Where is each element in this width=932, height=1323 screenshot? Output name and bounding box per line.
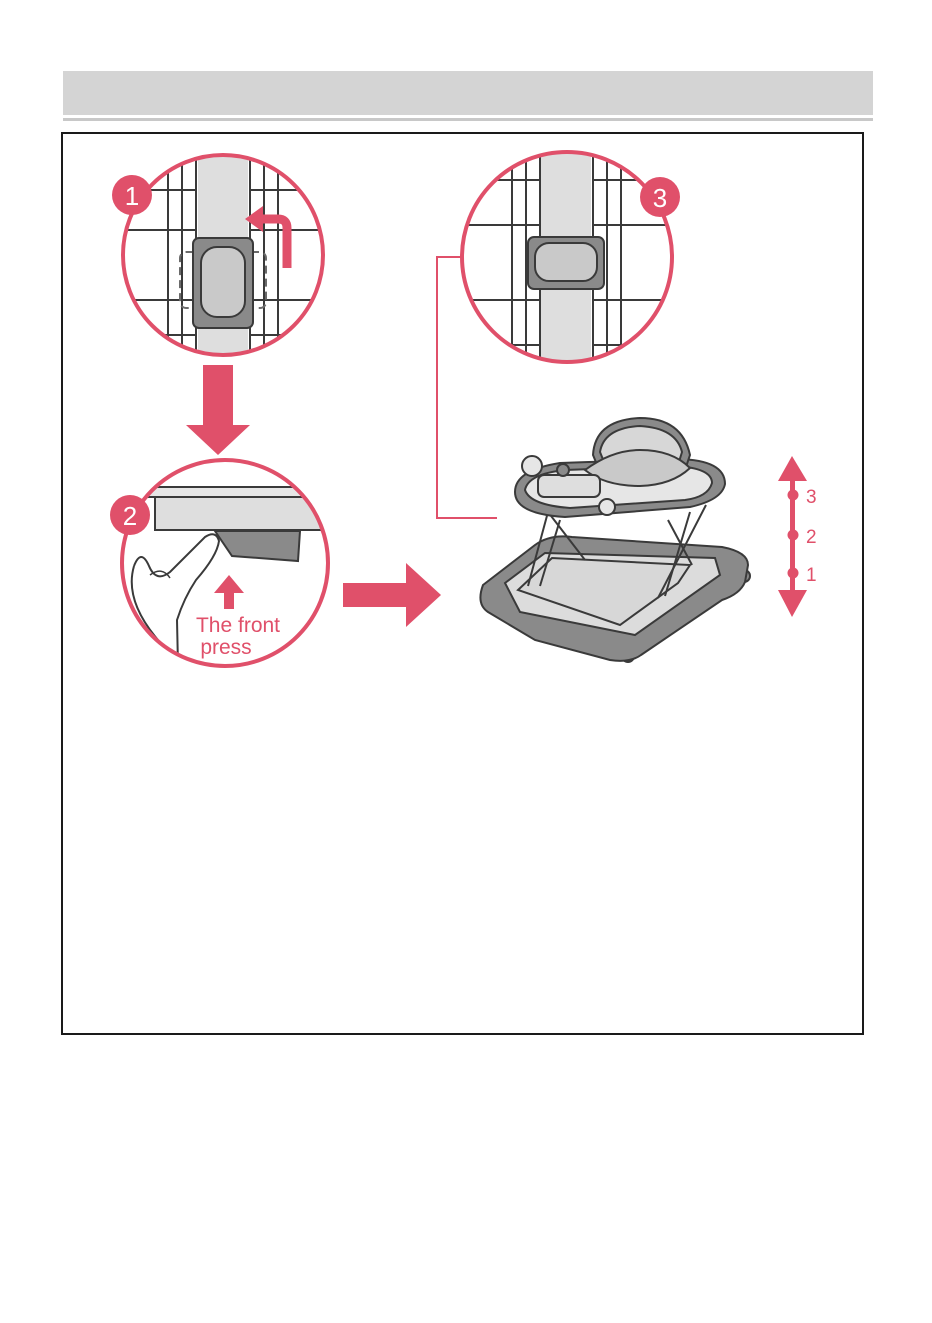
step-1-badge: 1 [112,175,152,215]
step-3-number: 3 [653,183,667,213]
right-arrow [343,563,441,627]
detail-1-closeup [120,150,330,360]
down-arrow [186,365,250,455]
step-2-number: 2 [123,501,137,531]
caption-line1: The front [196,614,280,637]
step-2-badge: 2 [110,495,150,535]
height-level-1: 1 [806,565,817,586]
height-level-2: 2 [806,527,817,548]
step-3-badge: 3 [640,177,680,217]
caption-line2: press [200,636,251,659]
baby-walker [480,418,750,662]
height-level-3: 3 [806,487,817,508]
height-indicator [778,456,807,617]
detail-3-closeup [460,150,675,365]
step-1-number: 1 [125,181,139,211]
